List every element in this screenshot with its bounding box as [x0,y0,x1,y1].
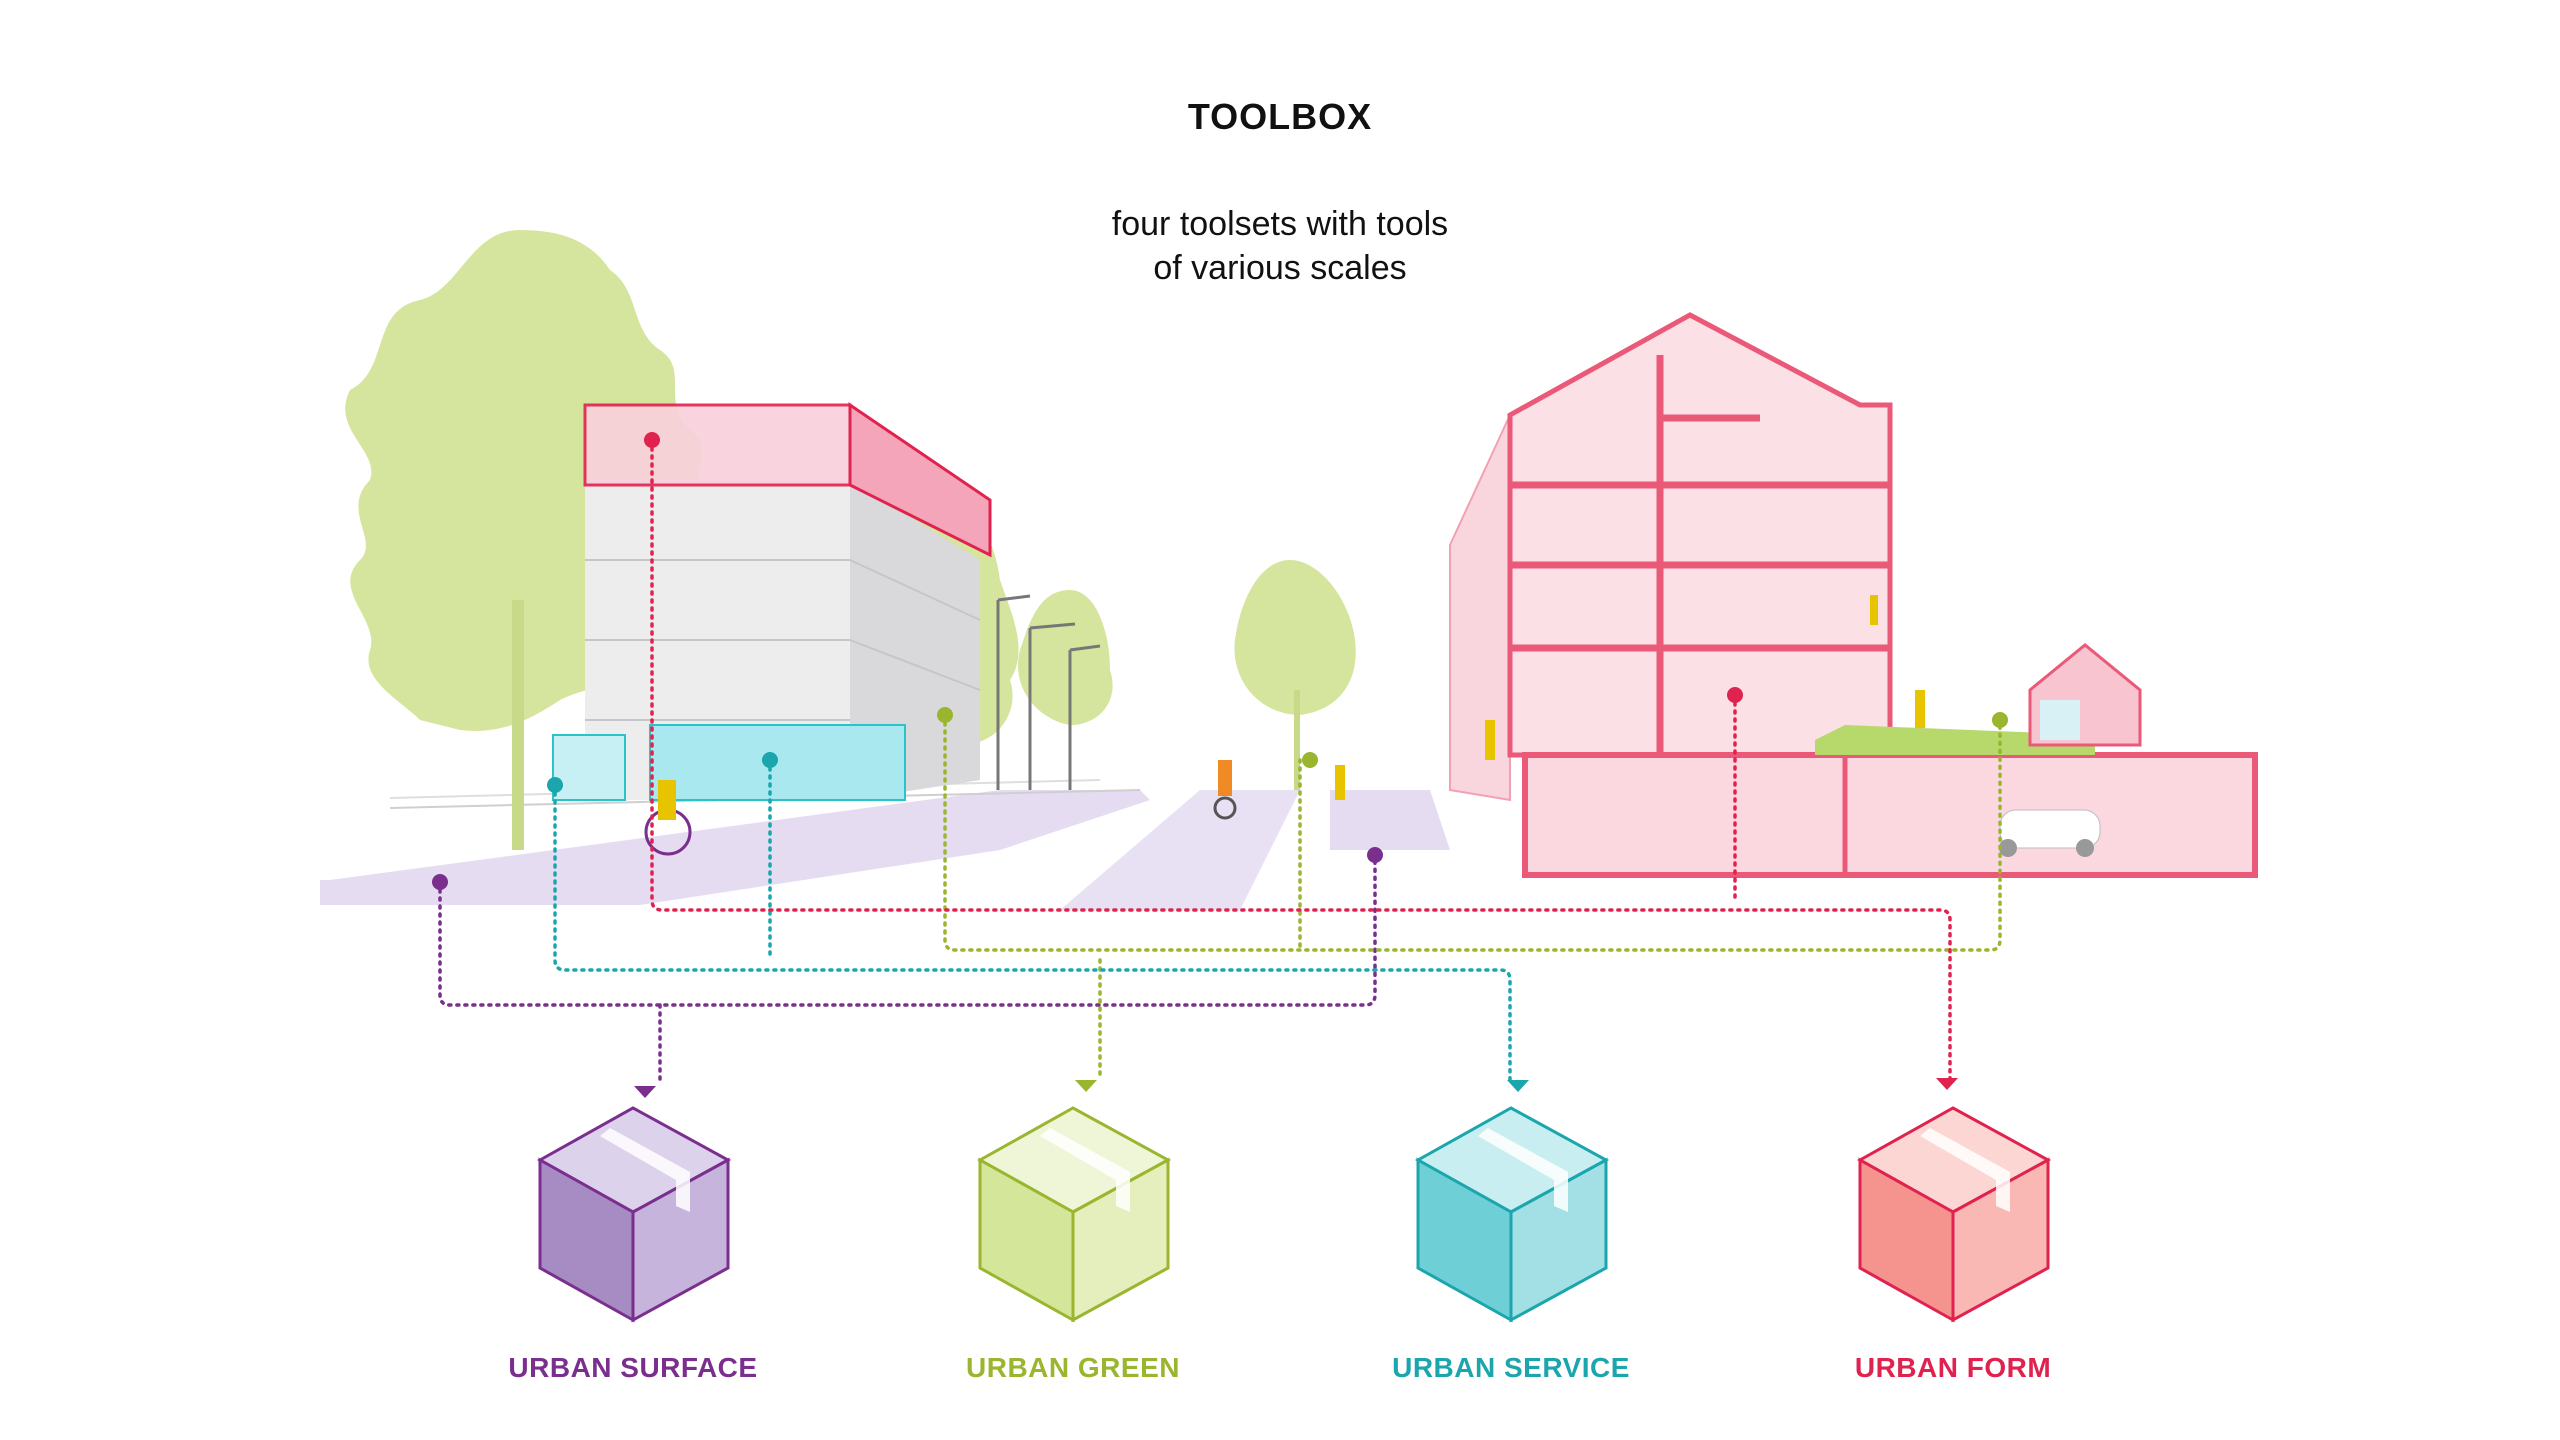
subtitle-line-2: of various scales [1153,249,1407,287]
arrow-form [1936,1078,1958,1090]
connector-service [553,758,1512,1082]
floor-slabs [1510,355,1890,755]
small-house-glass [2040,700,2080,740]
building-right [1449,312,2258,878]
underground-parking [1522,752,2258,878]
label-urban-surface: URBAN SURFACE [508,1352,758,1383]
arrowheads [634,1078,1958,1098]
label-urban-green: URBAN GREEN [966,1352,1180,1383]
parked-car [1999,809,2101,857]
building-right-section [1507,312,1893,758]
tree-center [1234,560,1356,715]
page-title: TOOLBOX [1187,96,1373,137]
plaza-surface [1330,790,1450,850]
building-left [552,402,992,801]
label-urban-form: URBAN FORM [1854,1352,2052,1383]
arrow-green [1075,1080,1097,1092]
building-right-facade [1449,414,1511,802]
cube-urban-service [1414,1106,1610,1323]
tree-trunk-center [1294,690,1300,790]
rooftop-addition [583,403,852,487]
toolbox-cubes [536,1106,2052,1323]
connector-dots [432,432,2008,890]
arrow-surface [634,1086,656,1098]
subtitle: four toolsets with tools of various scal… [980,202,1580,290]
connectors [438,438,2002,1087]
connector-form [650,438,1952,1080]
sidewalk-surface [320,790,1150,905]
tree-mid-right [1018,590,1113,725]
connector-green [943,713,2002,1082]
kiosk [552,734,626,801]
subtitle-line-1: four toolsets with tools [1111,205,1449,243]
arrow-service [1507,1080,1529,1092]
cube-urban-surface [536,1106,732,1323]
label-urban-service: URBAN SERVICE [1392,1352,1630,1383]
cube-urban-green [976,1106,1172,1323]
cube-urban-form [1856,1106,2052,1323]
connector-surface [438,853,1377,1087]
green-roof [1815,725,2095,755]
street-surface-center [1060,790,1300,910]
people [644,595,1925,856]
street-lamps [996,594,1101,790]
tree-trunk-left [512,600,524,850]
rooftop-addition-side [848,402,992,558]
